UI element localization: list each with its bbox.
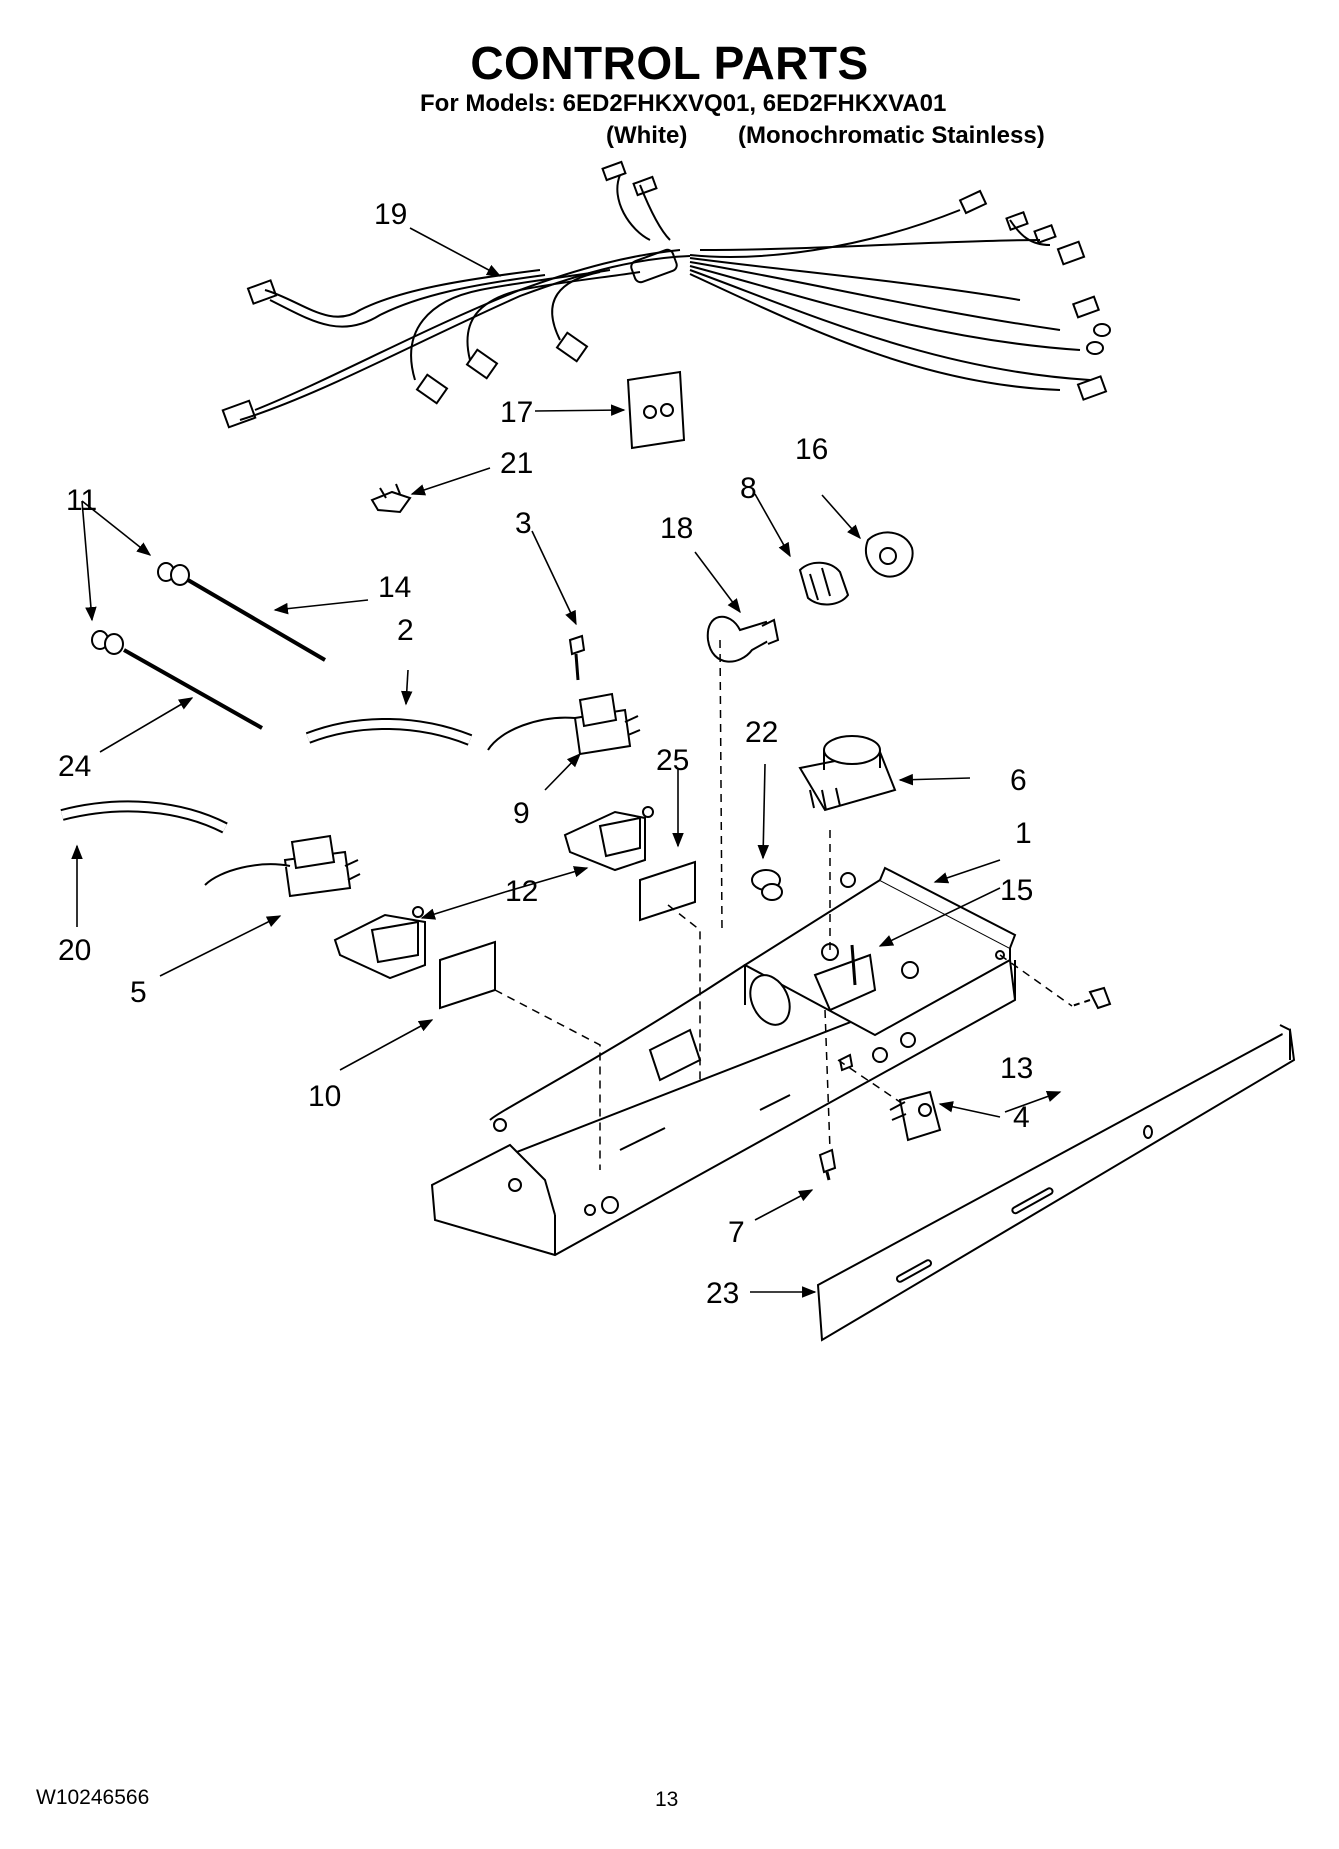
screw-mount-part: [813, 943, 919, 1012]
callout-23: 23: [706, 1277, 739, 1310]
wiring-harness-part: [221, 160, 1111, 429]
callout-16: 16: [795, 433, 828, 466]
pad-part: [626, 370, 686, 450]
callout-21: 21: [500, 447, 533, 480]
callout-leader-arrows: [71, 227, 1062, 1298]
callout-5: 5: [130, 976, 147, 1009]
trim-panel-part: [816, 1024, 1296, 1342]
callout-7: 7: [728, 1216, 745, 1249]
clip-part: [370, 483, 412, 514]
page-number: 13: [655, 1788, 679, 1811]
callout-12: 12: [505, 875, 538, 908]
callout-4: 4: [1013, 1101, 1030, 1134]
document-number: W10246566: [36, 1786, 150, 1809]
tubes-part: [60, 718, 473, 834]
callout-9: 9: [513, 797, 530, 830]
label-plates-part: [439, 860, 696, 1010]
callout-17: 17: [500, 396, 533, 429]
callout-19: 19: [374, 198, 407, 231]
switch-lower-part: [204, 834, 361, 898]
callout-18: 18: [660, 512, 693, 545]
variant-stainless-label: (Monochromatic Stainless): [738, 122, 1045, 149]
callout-20: 20: [58, 934, 91, 967]
variant-white-label: (White): [606, 122, 688, 149]
washers-and-rods-part: [91, 562, 327, 730]
callout-22: 22: [745, 716, 778, 749]
callout-14: 14: [378, 571, 411, 604]
switch-and-screw-part: [487, 634, 641, 756]
control-module-part: [798, 735, 897, 812]
screws-and-switch-part: [818, 986, 1112, 1181]
assembly-guide-lines: [494, 639, 1073, 1170]
plug-part: [751, 869, 783, 901]
callout-1: 1: [1015, 817, 1032, 850]
bracket-part: [333, 806, 654, 980]
callout-13: 13: [1000, 1052, 1033, 1085]
model-numbers: For Models: 6ED2FHKXVQ01, 6ED2FHKXVA01: [420, 90, 947, 117]
callout-15: 15: [1000, 874, 1033, 907]
callout-labels: 19 17 21 11 14 3 2 24 9 16 8 18 22 25 6 …: [58, 198, 1033, 1310]
callout-6: 6: [1010, 764, 1027, 797]
callout-8: 8: [740, 472, 757, 505]
page-title: CONTROL PARTS: [470, 37, 869, 89]
callout-11: 11: [66, 484, 97, 517]
callout-3: 3: [515, 507, 532, 540]
callout-2: 2: [397, 614, 414, 647]
callout-10: 10: [308, 1080, 341, 1113]
light-bulb-and-socket-part: [706, 531, 914, 663]
callout-24: 24: [58, 750, 91, 783]
control-housing-part: [430, 866, 1017, 1257]
callout-25: 25: [656, 744, 689, 777]
